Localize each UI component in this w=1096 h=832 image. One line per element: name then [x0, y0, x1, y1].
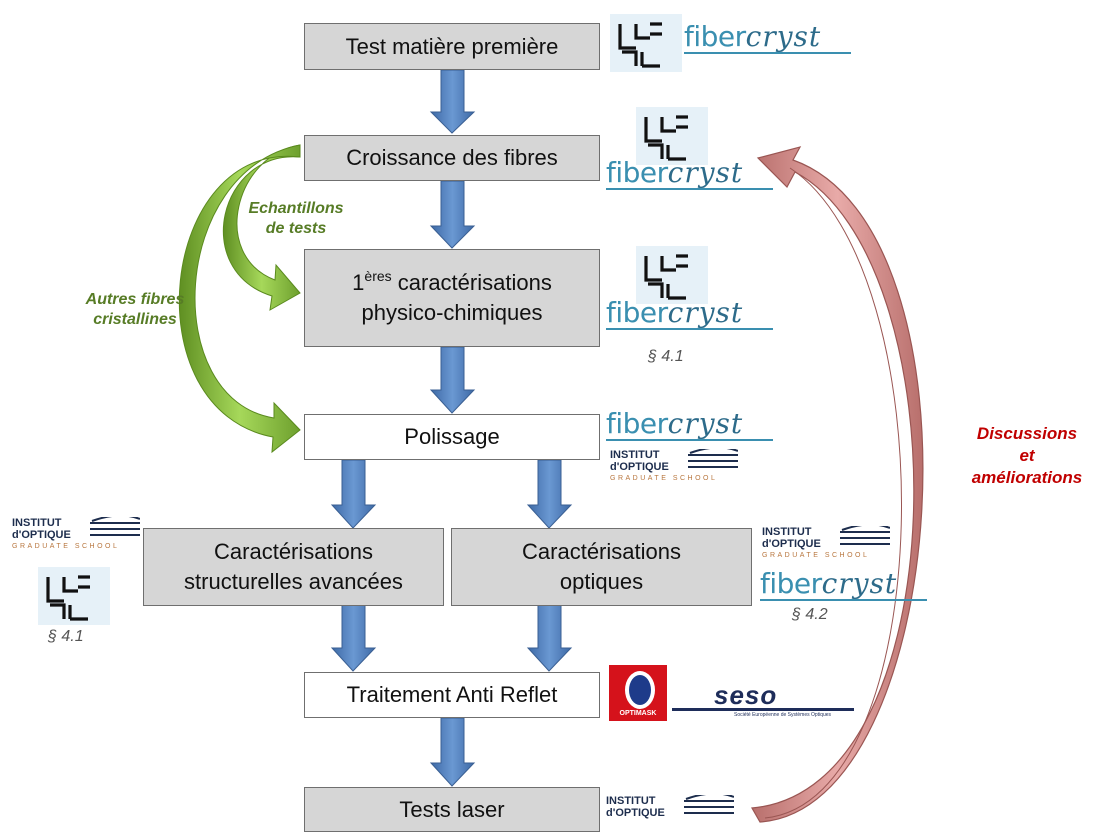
box-traitement-anti-reflet: Traitement Anti Reflet — [304, 672, 600, 718]
arrow-optiques-to-antireflet — [526, 604, 573, 672]
institut-optique-logo-2: INSTITUT d'OPTIQUE GRADUATE SCHOOL — [12, 517, 140, 550]
fibercryst-logo-5: fibercryst — [760, 567, 928, 601]
box-caracterisation-ordinal: 1 — [352, 270, 365, 295]
lpcml-logo-mark — [618, 22, 662, 68]
box-caracterisation-superscript: ères — [364, 268, 392, 284]
green-arrow-autres-fibres — [178, 144, 301, 454]
box-structurelles-line1: Caractérisations — [214, 539, 373, 564]
institut-logo-line2: d'OPTIQUE — [610, 461, 669, 473]
ref-structurelles: § 4.1 — [48, 628, 84, 645]
institut-logo-4-line2: d'OPTIQUE — [606, 807, 665, 819]
lpcml-logo-2-mark — [644, 115, 688, 161]
institut-logo-2-lines — [90, 517, 140, 536]
box-croissance-des-fibres: Croissance des fibres — [304, 135, 600, 181]
institut-logo-line3: GRADUATE SCHOOL — [610, 475, 718, 482]
institut-logo-line1: INSTITUT — [610, 449, 660, 461]
arrow-antireflet-to-laser — [429, 717, 476, 787]
ref-physico-chimiques: § 4.1 — [648, 348, 684, 365]
lpcml-logo-4 — [38, 567, 110, 625]
box-tests-laser-label: Tests laser — [399, 796, 505, 822]
box-caracterisation-text1: caractérisations — [391, 270, 552, 295]
green-arrow-echantillons — [223, 144, 301, 311]
seso-logo-word: seso — [714, 680, 778, 710]
fibercryst-logo-4-a: fiber — [606, 407, 668, 440]
label-discussions-line3: améliorations — [971, 468, 1083, 487]
arrow-matiere-to-croissance — [429, 69, 476, 134]
label-autres-line2: cristallines — [93, 311, 177, 328]
institut-logo-lines — [688, 449, 738, 468]
arrow-structurelles-to-antireflet — [330, 604, 377, 672]
institut-logo-4-lines — [684, 795, 734, 814]
box-test-matiere-premiere-label: Test matière première — [345, 33, 559, 59]
arrow-croissance-to-caracterisation — [429, 180, 476, 249]
fibercryst-logo-2: fibercryst — [606, 156, 774, 190]
institut-logo-3-line3: GRADUATE SCHOOL — [762, 552, 870, 559]
fibercryst-logo-2-b: cryst — [667, 156, 744, 189]
fibercryst-logo-b: cryst — [745, 20, 822, 53]
arrow-polissage-to-structurelles — [330, 459, 377, 529]
box-caracterisation-line1: 1ères caractérisations — [352, 268, 552, 298]
institut-logo-3-line2: d'OPTIQUE — [762, 538, 821, 550]
institut-optique-logo: INSTITUT d'OPTIQUE GRADUATE SCHOOL — [610, 449, 738, 482]
arrow-caracterisation-to-polissage — [429, 346, 476, 414]
lpcml-logo-3-mark — [644, 254, 688, 300]
box-tests-laser: Tests laser — [304, 787, 600, 832]
label-echantillons-line1: Echantillons — [248, 200, 344, 217]
label-autres-line1: Autres fibres — [85, 291, 185, 308]
box-test-matiere-premiere: Test matière première — [304, 23, 600, 70]
label-discussions-line1: Discussions — [976, 424, 1078, 443]
lpcml-logo-2 — [636, 107, 708, 165]
box-polissage-label: Polissage — [404, 424, 500, 449]
institut-logo-4-line1: INSTITUT — [606, 795, 656, 807]
label-echantillons-de-tests: Echantillons de tests — [226, 199, 366, 239]
lpcml-logo-3 — [636, 246, 708, 304]
pink-arrow-discussions — [751, 146, 924, 823]
box-caracterisations-optiques: Caractérisations optiques — [451, 528, 752, 606]
institut-logo-3-line1: INSTITUT — [762, 526, 812, 538]
institut-optique-logo-3: INSTITUT d'OPTIQUE GRADUATE SCHOOL — [762, 526, 890, 559]
optimask-logo: OPTIMASK — [609, 665, 667, 721]
label-autres-fibres: Autres fibres cristallines — [60, 290, 210, 330]
fibercryst-logo-3-a: fiber — [606, 296, 668, 329]
institut-logo-3-lines — [840, 526, 890, 545]
box-structurelles-line2: structurelles avancées — [184, 569, 403, 594]
institut-logo-2-line3: GRADUATE SCHOOL — [12, 543, 120, 550]
box-premieres-caracterisations: 1ères caractérisations physico-chimiques — [304, 249, 600, 347]
institut-logo-2-line1: INSTITUT — [12, 517, 62, 529]
fibercryst-logo-4-b: cryst — [667, 407, 744, 440]
institut-optique-logo-4: INSTITUT d'OPTIQUE — [606, 795, 734, 819]
optimask-logo-text: OPTIMASK — [619, 710, 657, 717]
fibercryst-logo: fibercryst — [684, 20, 852, 54]
box-caracterisations-structurelles: Caractérisations structurelles avancées — [143, 528, 444, 606]
lpcml-logo — [610, 14, 682, 72]
box-optiques-line1: Caractérisations — [522, 539, 681, 564]
label-discussions-line2: et — [1019, 446, 1035, 465]
institut-logo-2-line2: d'OPTIQUE — [12, 529, 71, 541]
box-caracterisation-line2: physico-chimiques — [361, 300, 543, 325]
fibercryst-logo-2-a: fiber — [606, 156, 668, 189]
fibercryst-logo-a: fiber — [684, 20, 746, 53]
ref-optiques: § 4.2 — [792, 606, 828, 623]
lpcml-logo-4-mark — [46, 575, 90, 621]
box-optiques-line2: optiques — [559, 569, 644, 594]
fibercryst-logo-3: fibercryst — [606, 296, 774, 330]
arrow-polissage-to-optiques — [526, 459, 573, 529]
seso-logo-bar — [672, 708, 854, 711]
fibercryst-logo-5-a: fiber — [760, 567, 822, 600]
optimask-logo-emblem — [625, 671, 655, 709]
box-croissance-label: Croissance des fibres — [346, 145, 558, 170]
fibercryst-logo-3-b: cryst — [667, 296, 744, 329]
label-echantillons-line2: de tests — [265, 220, 327, 237]
label-discussions: Discussions et améliorations — [958, 423, 1096, 489]
box-antireflet-label: Traitement Anti Reflet — [346, 682, 558, 707]
seso-logo-subtitle: Société Européenne de Systèmes Optiques — [734, 712, 832, 718]
fibercryst-logo-5-b: cryst — [821, 567, 898, 600]
seso-logo: seso Société Européenne de Systèmes Opti… — [672, 680, 854, 720]
fibercryst-logo-4: fibercryst — [606, 407, 774, 441]
box-polissage: Polissage — [304, 414, 600, 460]
